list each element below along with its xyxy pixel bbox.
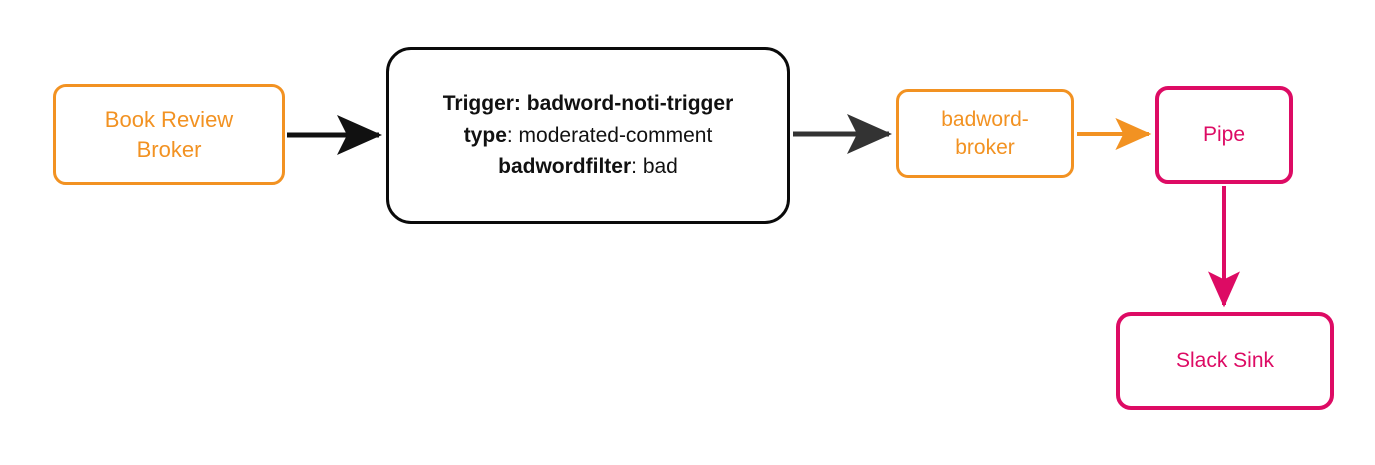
- trigger-name-value: badword-noti-trigger: [526, 92, 734, 116]
- trigger-line-badwordfilter: badwordfilter: bad: [498, 151, 678, 183]
- node-book-review-broker-label-line2: Broker: [136, 136, 202, 162]
- node-pipe-label: Pipe: [1202, 123, 1246, 147]
- trigger-type-separator: :: [506, 123, 519, 147]
- trigger-line-type: type: moderated-comment: [464, 120, 713, 152]
- node-book-review-broker-label: Book Review Broker: [105, 105, 233, 163]
- node-book-review-broker[interactable]: Book Review Broker: [53, 84, 285, 185]
- node-badword-broker-label-line1: badword-: [941, 107, 1029, 131]
- trigger-badwordfilter-value: bad: [642, 155, 678, 179]
- trigger-line-name: Trigger: badword-noti-trigger: [443, 88, 734, 120]
- node-badword-broker[interactable]: badword- broker: [896, 89, 1074, 178]
- node-slack-sink[interactable]: Slack Sink: [1116, 312, 1334, 410]
- node-pipe[interactable]: Pipe: [1155, 86, 1293, 184]
- trigger-type-key: type: [463, 123, 507, 147]
- trigger-badwordfilter-separator: :: [631, 155, 643, 179]
- node-badword-broker-label: badword- broker: [941, 106, 1029, 161]
- node-slack-sink-label: Slack Sink: [1175, 349, 1275, 373]
- trigger-name-key: Trigger:: [442, 92, 521, 116]
- trigger-badwordfilter-key: badwordfilter: [498, 155, 632, 179]
- node-badword-broker-label-line2: broker: [955, 135, 1015, 159]
- node-book-review-broker-label-line1: Book Review: [104, 107, 234, 133]
- trigger-type-value: moderated-comment: [518, 123, 713, 147]
- node-trigger-details[interactable]: Trigger: badword-noti-trigger type: mode…: [386, 47, 790, 224]
